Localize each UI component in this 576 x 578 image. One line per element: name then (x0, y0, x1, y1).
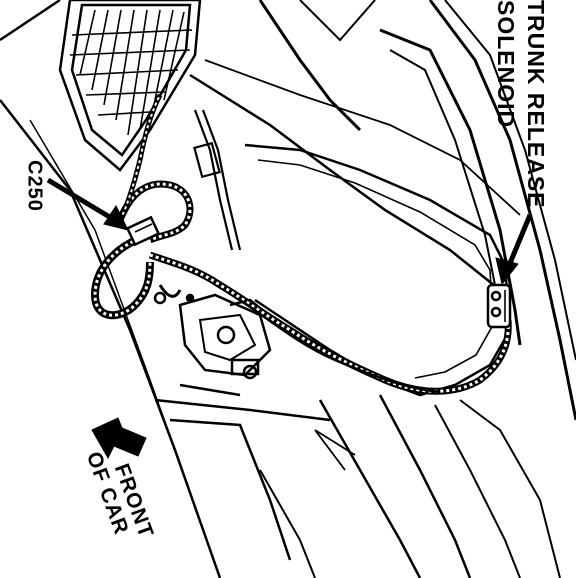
body-panels (0, 0, 521, 578)
trunk-upper-rail (189, 73, 501, 291)
floor-seam-2 (259, 469, 316, 578)
rear-deck-grille (58, 0, 202, 172)
front-of-car-arrow (91, 417, 147, 460)
ground-strap (158, 284, 182, 298)
wiring-harness (90, 93, 512, 395)
harness-feed-braid (119, 94, 161, 221)
harness-main-run (148, 251, 512, 395)
solenoid-terminal-2 (490, 306, 502, 318)
connector-seam (134, 223, 153, 233)
deck-outline (58, 0, 202, 172)
harness-upper-braid (118, 182, 192, 242)
mount-point (185, 293, 195, 303)
quarter-panel-edge (0, 0, 61, 42)
lid-support-strut (193, 109, 242, 251)
trunk-side-inner (29, 119, 201, 521)
harness-main-braid (149, 253, 510, 393)
floor-panel-edge (318, 399, 422, 578)
grille-horizontal-lines (69, 29, 193, 116)
floor-seam (179, 383, 241, 397)
ground-terminal (153, 291, 167, 305)
spare-well (169, 418, 292, 561)
lid-edge (428, 0, 576, 421)
lid-outer-frame (379, 28, 522, 346)
c250-connector (125, 215, 161, 247)
label-c250: C250 (23, 160, 45, 212)
lid-edge-inner (444, 0, 576, 361)
trunk-floor (154, 383, 561, 578)
strut-rod-2 (201, 109, 242, 251)
trunk-release-solenoid (486, 283, 512, 329)
strut-clip (193, 141, 221, 179)
trunk-upper-rail-inner (204, 59, 521, 216)
floor-detail (314, 429, 356, 471)
harness-coil-braid (93, 233, 152, 317)
latch-plate (198, 313, 257, 362)
floor-panel-edge-3 (434, 404, 521, 578)
opening-inner (257, 159, 494, 379)
lid-hinge (299, 0, 376, 42)
lid-left-edge (258, 0, 362, 132)
solenoid-arrow-shaft (505, 214, 533, 269)
floor-panel-edge-2 (378, 394, 472, 578)
solenoid-body (486, 283, 512, 329)
strut-rod (193, 109, 234, 251)
pointer-arrows (46, 177, 533, 460)
solenoid-terminal-1 (490, 290, 502, 302)
latch-bolt-2 (242, 364, 258, 380)
latch-bolt (216, 325, 236, 345)
latch-striker (230, 358, 260, 376)
deck-inner (70, 3, 192, 157)
floor-panel-edge-4 (459, 399, 561, 578)
c250-arrow-shaft (46, 177, 120, 225)
lid-inner-frame (389, 49, 499, 301)
c250-arrow-head (103, 205, 129, 231)
trunk-lid (258, 0, 576, 421)
solenoid-arrow-head (495, 257, 519, 286)
harness-parallel-wire (239, 298, 441, 394)
lid-opening (244, 143, 512, 397)
label-solenoid: SOLENOID (493, 0, 519, 128)
floor-crossmember (154, 398, 331, 422)
label-trunk-release: TRUNK RELEASE (523, 0, 549, 209)
